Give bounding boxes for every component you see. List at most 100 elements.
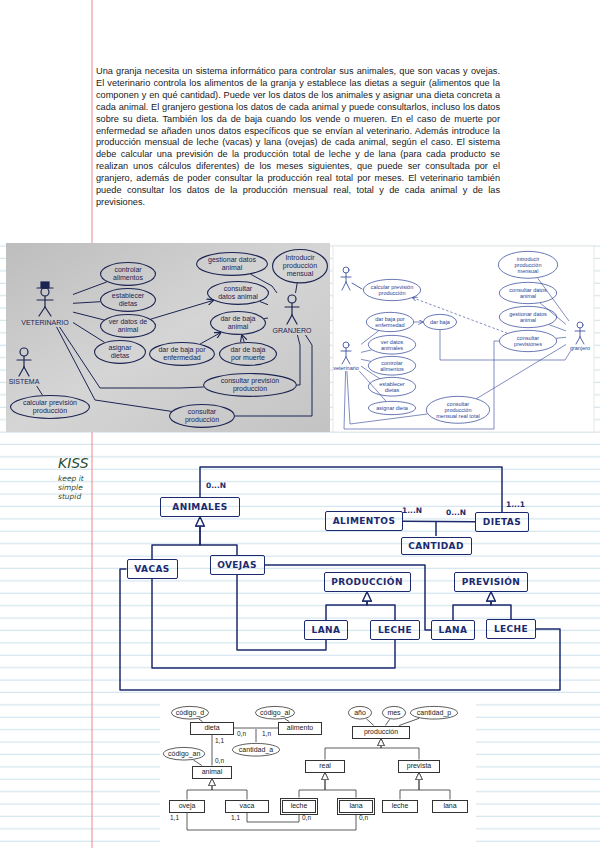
actor-figure [577,322,583,328]
label-text: consultar previsión producción [214,377,285,393]
use-case-ellipse: consultar datos animal [207,281,269,305]
connector [325,739,381,760]
actor-figure [580,337,584,344]
actor-figure [343,342,349,348]
connector [549,325,566,331]
node-text: dar baja por enfermedad [372,316,408,329]
entity-box: alimento [278,722,322,735]
ellipse-shape [363,279,420,300]
class-box: LECHE [370,620,420,640]
ellipse-shape [499,306,556,327]
label-text: real [319,762,331,770]
connector [556,337,566,338]
label-text: alimento [287,724,313,732]
connector [212,735,213,766]
connector [453,592,491,620]
node-text: consultar datos animal [506,287,550,300]
label-text: establecer dietas [107,292,150,308]
label-text: producción [364,728,398,736]
ellipse-shape [163,748,204,761]
actor-figure [41,288,49,296]
ellipse-shape [255,707,294,720]
use-case-ellipse: consultar previsiones [499,330,557,352]
node-text: lana [443,802,456,810]
actor-figure [39,307,45,316]
node-text: calcular previsión producción [370,284,414,297]
connector [187,779,212,800]
node-text: LANA [312,625,341,635]
use-case-ellipse: dar de baja por muerte [219,342,277,366]
label-text: gestionar datos animal [205,256,260,272]
ellipse-shape [150,343,215,366]
node-text: CANTIDAD [408,541,464,551]
actor-figure [341,267,362,290]
connector [152,579,395,668]
label-text: introducir producción mensual [505,256,551,275]
class-box: VACAS [127,559,178,579]
use-case-ellipse: consultar producción [169,404,235,428]
cardinality: 0,n [237,730,246,738]
label-text: ANIMALES [172,502,227,512]
actor: GRANJERO [268,293,316,335]
node-text: VETERINARIO [21,319,68,327]
use-case-ellipse: establecer dietas [100,288,156,312]
attribute-ellipse: código_al [255,706,295,719]
node-text: consultar producción [177,408,227,424]
label-text: granjero [570,345,590,351]
cardinality: 1...1 [506,500,525,509]
actor-figure [44,296,45,307]
node-text: código_an [168,750,200,758]
node-text: cantidad_p [416,709,452,717]
label-text: Introducir producción mensual [279,254,322,278]
use-case-ellipse: asignar dietas [94,340,146,364]
connector [326,592,367,620]
node-text: SISTEMA [9,378,40,386]
label-text: calcular previsión producción [370,284,414,297]
label-text: DIETAS [483,517,521,527]
label-text: prevista [407,762,432,770]
label-text: PRODUCCIÓN [331,577,403,587]
entity-box: lana [337,798,375,815]
label-text: veterinario [333,365,359,371]
ellipse-shape [423,314,456,329]
label-text: PREVISIÓN [462,577,521,587]
ellipse-shape [498,252,557,279]
ellipse-shape [197,253,268,276]
node-text: dar baja [427,319,453,325]
attribute-ellipse: código_an [163,747,205,760]
label-text: ver datos animales [374,339,410,352]
connector [344,341,499,429]
actor-figure [341,351,351,352]
class-box: LANA [304,620,348,640]
ellipse-shape [101,315,156,338]
connector [414,322,423,323]
class-box: DIETAS [475,512,529,532]
connector [361,331,379,345]
use-case-ellipse: gestionar datos animal [196,252,268,276]
label-text: vaca [240,802,255,810]
actor-figure [292,315,297,324]
cardinality: 1,1 [170,814,179,822]
node-text: dar de baja por muerte [226,346,270,362]
class-box: LECHE [486,619,536,639]
label-text: dar de baja por enfermedad [157,346,207,362]
use-case-ellipse: dar baja por enfermedad [366,312,414,332]
actor-figure [285,306,299,307]
connector [367,592,395,620]
node-text: prevista [407,762,432,770]
class-box: CANTIDAD [401,537,472,555]
label-text: oveja [179,802,196,810]
label-text: ver datos de animal [107,318,150,334]
node-text: consultar previsión producción [214,377,285,393]
use-case-ellipse: dar de baja por enfermedad [149,342,215,366]
label-text: lana [443,802,456,810]
photo-ground [6,243,330,432]
label-text: LANA [439,625,468,635]
label-text: asignar dietas [100,344,140,360]
attribute-ellipse: código_d [171,706,209,719]
connector [200,333,221,345]
cardinality: 1...N [402,506,422,515]
use-case-ellipse: introducir producción mensual [498,251,558,279]
use-case-ellipse: dar de baja animal [210,311,266,335]
label-text: gestionar datos animal [506,311,550,324]
